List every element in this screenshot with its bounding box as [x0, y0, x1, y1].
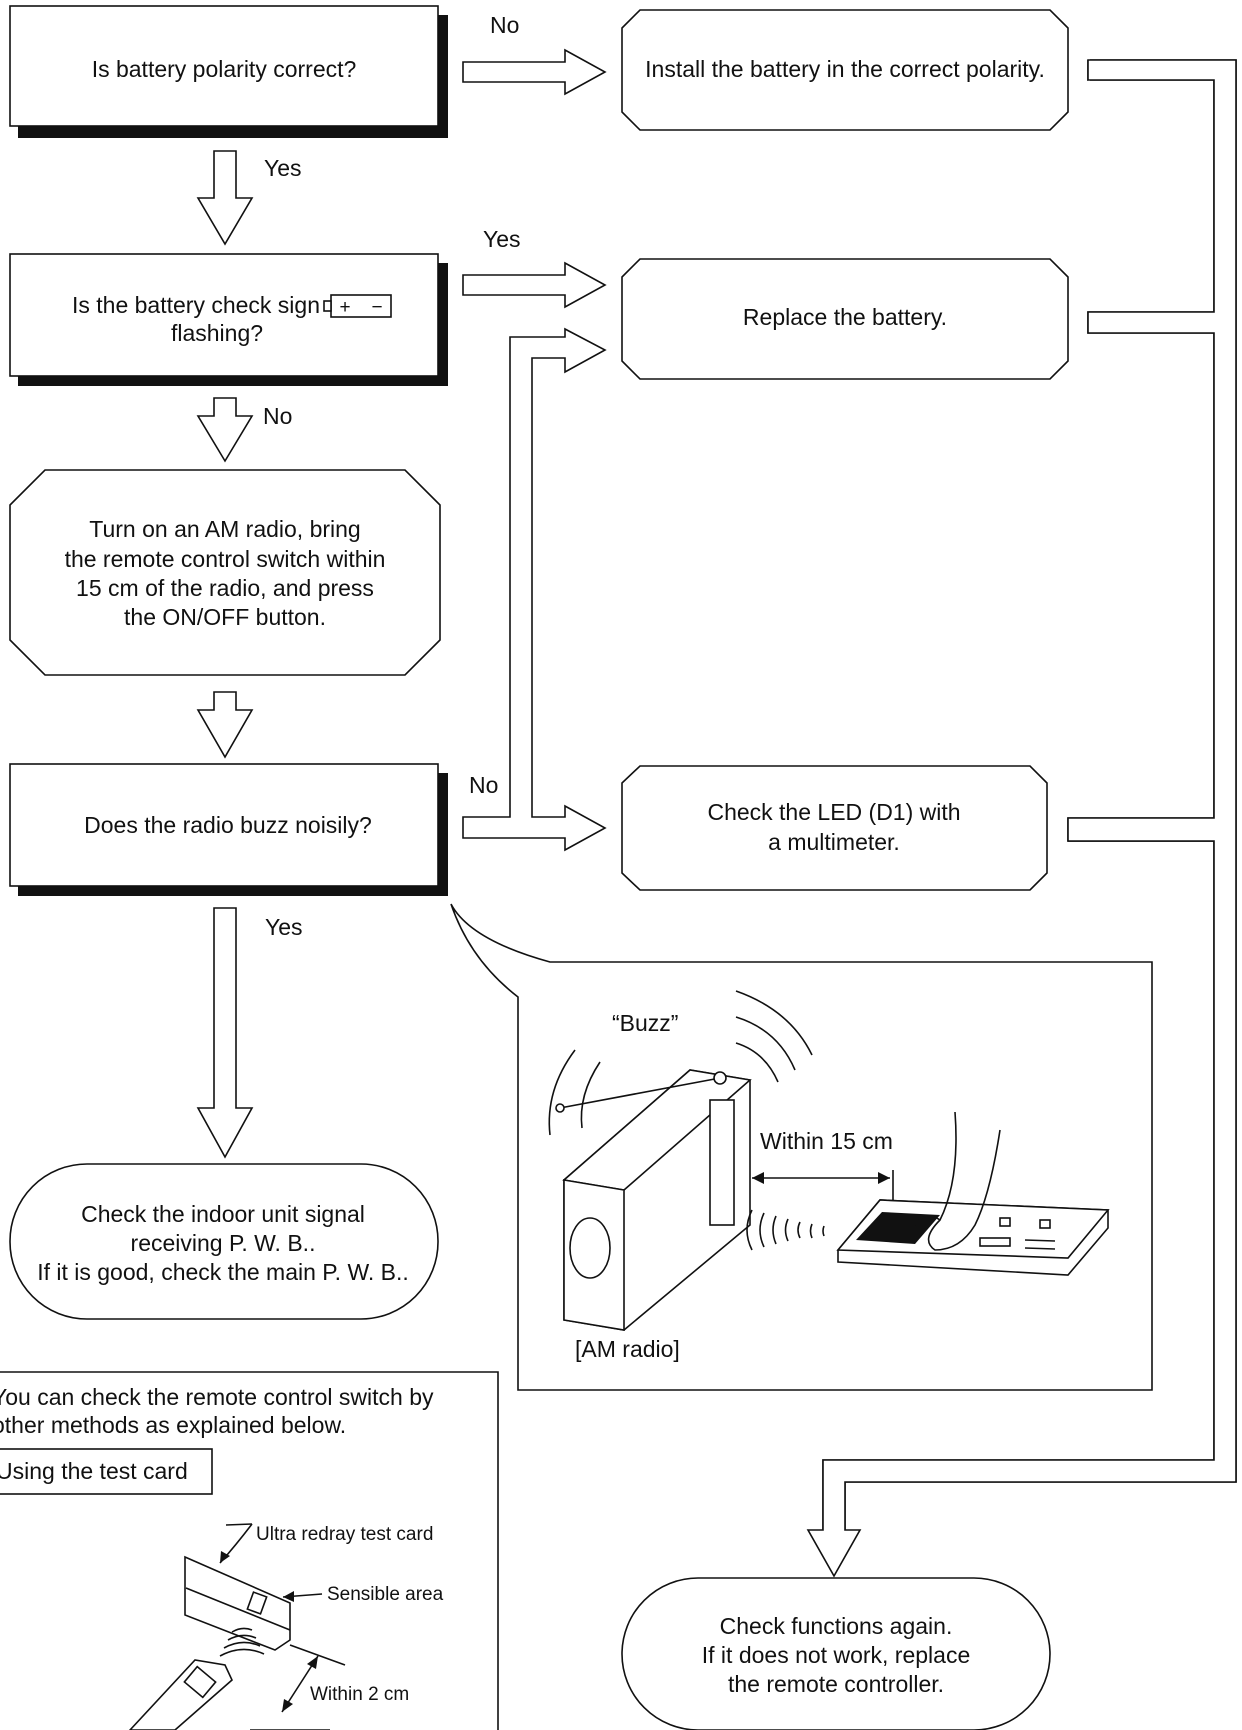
test-card-icon: [184, 1523, 323, 1657]
arrow-sign-no: [196, 397, 254, 463]
terminal-indoor-line2: receiving P. W. B..: [131, 1230, 316, 1256]
note-tab-label: Using the test card: [0, 1458, 188, 1484]
remote-control-icon: [836, 1199, 1110, 1276]
label-polarity-yes: Yes: [264, 155, 302, 181]
arrow-buzz-no: [462, 327, 607, 852]
arrow-polarity-yes: [196, 150, 254, 246]
decision-battery-sign-line1: Is the battery check sign: [72, 292, 320, 318]
label-test-card: Ultra redray test card: [256, 1524, 433, 1545]
decision-radio-buzz-text: Does the radio buzz noisily?: [84, 812, 372, 838]
decision-polarity: Is battery polarity correct?: [9, 5, 448, 138]
action-install-battery-text: Install the battery in the correct polar…: [645, 56, 1045, 82]
decision-battery-sign-line2: flashing?: [171, 320, 263, 346]
action-am-radio-line1: Turn on an AM radio, bring: [89, 516, 360, 542]
label-sign-yes: Yes: [483, 226, 521, 252]
action-replace-battery-text: Replace the battery.: [743, 304, 947, 330]
battery-check-sign-icon: + −: [323, 294, 392, 318]
sound-waves-icon: [548, 990, 813, 1136]
label-within-15cm: Within 15 cm: [760, 1128, 893, 1154]
label-polarity-no: No: [490, 12, 519, 38]
action-install-battery: Install the battery in the correct polar…: [621, 9, 1069, 131]
label-within-2cm: Within 2 cm: [310, 1684, 409, 1705]
remote-control-small-icon: [128, 1659, 233, 1730]
note-line2: other methods as explained below.: [0, 1412, 346, 1438]
label-sign-no: No: [263, 403, 292, 429]
action-am-radio-line3: 15 cm of the radio, and press: [76, 575, 374, 601]
arrow-sign-yes: [462, 261, 607, 309]
decision-battery-sign: Is the battery check sign + − flashing?: [9, 253, 448, 386]
label-sensible-area: Sensible area: [327, 1584, 444, 1605]
am-radio-icon: [555, 1069, 752, 1331]
terminal-final-line1: Check functions again.: [720, 1613, 953, 1639]
terminal-final-line3: the remote controller.: [728, 1671, 944, 1697]
arrow-polarity-no: [462, 48, 607, 96]
note-box: You can check the remote control switch …: [0, 1371, 499, 1730]
action-am-radio-line4: the ON/OFF button.: [124, 604, 326, 630]
note-line1: You can check the remote control switch …: [0, 1384, 434, 1410]
svg-text:−: −: [371, 297, 382, 318]
terminal-indoor-line3: If it is good, check the main P. W. B..: [37, 1259, 409, 1285]
arrow-buzz-yes: [196, 907, 254, 1159]
arrow-to-final: [806, 59, 1237, 1578]
action-check-led: Check the LED (D1) with a multimeter.: [621, 765, 1048, 891]
terminal-indoor-unit: Check the indoor unit signal receiving P…: [9, 1163, 439, 1320]
action-check-led-line1: Check the LED (D1) with: [707, 799, 960, 825]
action-am-radio: Turn on an AM radio, bring the remote co…: [9, 469, 441, 676]
terminal-indoor-line1: Check the indoor unit signal: [81, 1201, 365, 1227]
arrow-radio-to-buzz: [196, 691, 254, 759]
distance-arrow-15cm: [752, 1170, 894, 1205]
label-buzz-no: No: [469, 772, 498, 798]
label-buzz: “Buzz”: [612, 1010, 678, 1036]
label-am-radio: [AM radio]: [575, 1336, 680, 1362]
action-check-led-line2: a multimeter.: [768, 829, 900, 855]
hand-icon: [914, 1111, 1001, 1251]
radio-illustration-callout: “Buzz” Within 15 cm [AM radio]: [450, 903, 1153, 1391]
distance-arrow-2cm: [250, 1644, 346, 1730]
decision-radio-buzz: Does the radio buzz noisily?: [9, 763, 448, 896]
action-replace-battery: Replace the battery.: [621, 258, 1069, 380]
terminal-final-line2: If it does not work, replace: [702, 1642, 970, 1668]
terminal-final: Check functions again. If it does not wo…: [621, 1577, 1051, 1730]
label-buzz-yes: Yes: [265, 914, 303, 940]
svg-text:+: +: [339, 297, 350, 318]
action-am-radio-line2: the remote control switch within: [65, 546, 386, 572]
decision-polarity-text: Is battery polarity correct?: [92, 56, 357, 82]
ir-signal-icon: [746, 1209, 825, 1251]
